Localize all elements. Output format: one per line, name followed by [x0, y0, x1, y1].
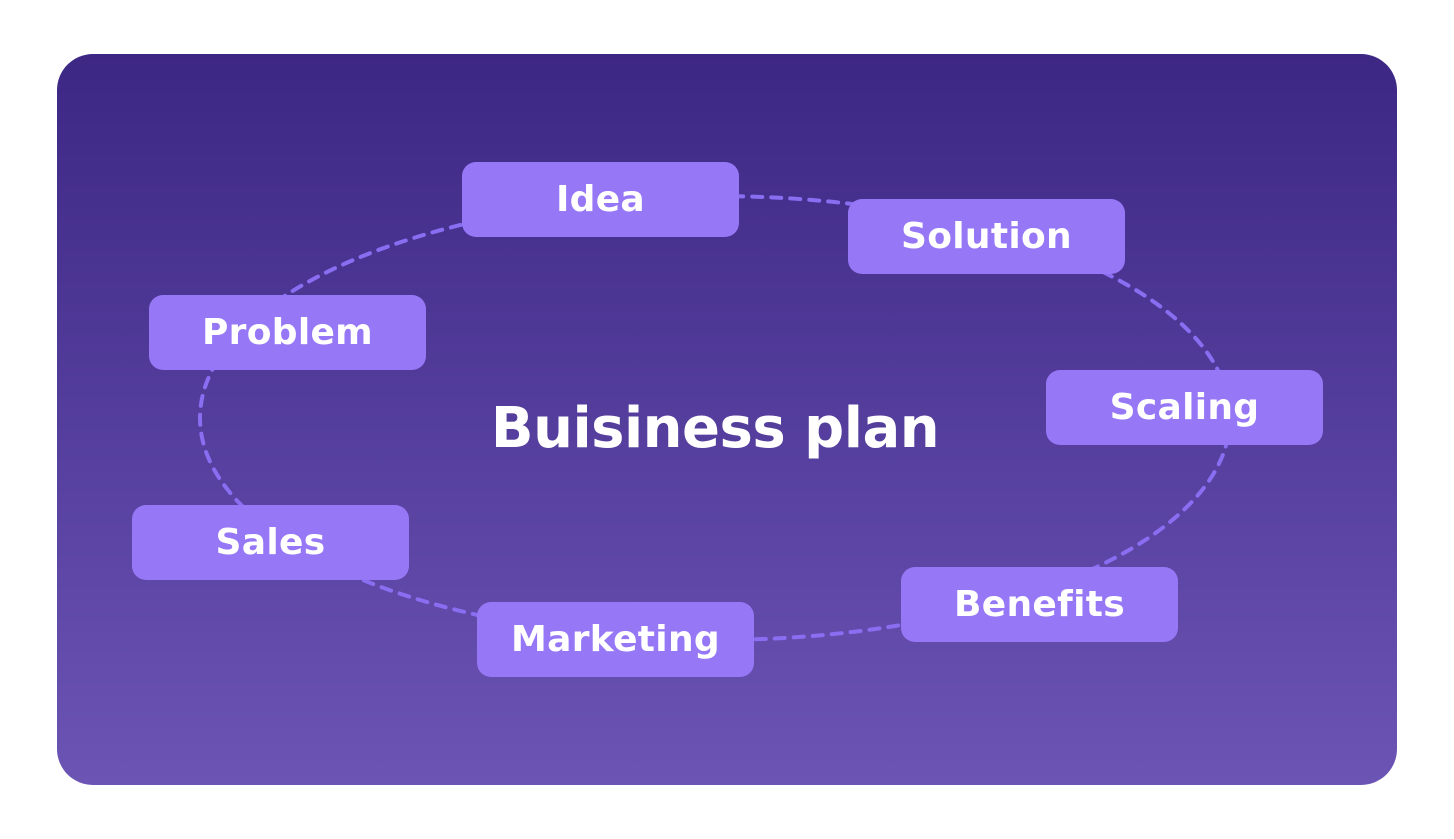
node-marketing-label: Marketing — [511, 619, 720, 660]
node-benefits: Benefits — [901, 567, 1178, 642]
node-benefits-label: Benefits — [954, 584, 1125, 625]
node-solution: Solution — [848, 199, 1125, 274]
node-solution-label: Solution — [901, 216, 1072, 257]
node-idea-label: Idea — [555, 179, 646, 220]
node-marketing: Marketing — [477, 602, 754, 677]
node-sales: Sales — [132, 505, 409, 580]
node-scaling: Scaling — [1046, 370, 1323, 445]
node-problem: Problem — [149, 295, 426, 370]
node-sales-label: Sales — [215, 522, 326, 563]
node-problem-label: Problem — [201, 312, 373, 353]
node-idea: Idea — [462, 162, 739, 237]
node-scaling-label: Scaling — [1109, 387, 1260, 428]
diagram-title: Buisiness plan — [490, 395, 940, 461]
